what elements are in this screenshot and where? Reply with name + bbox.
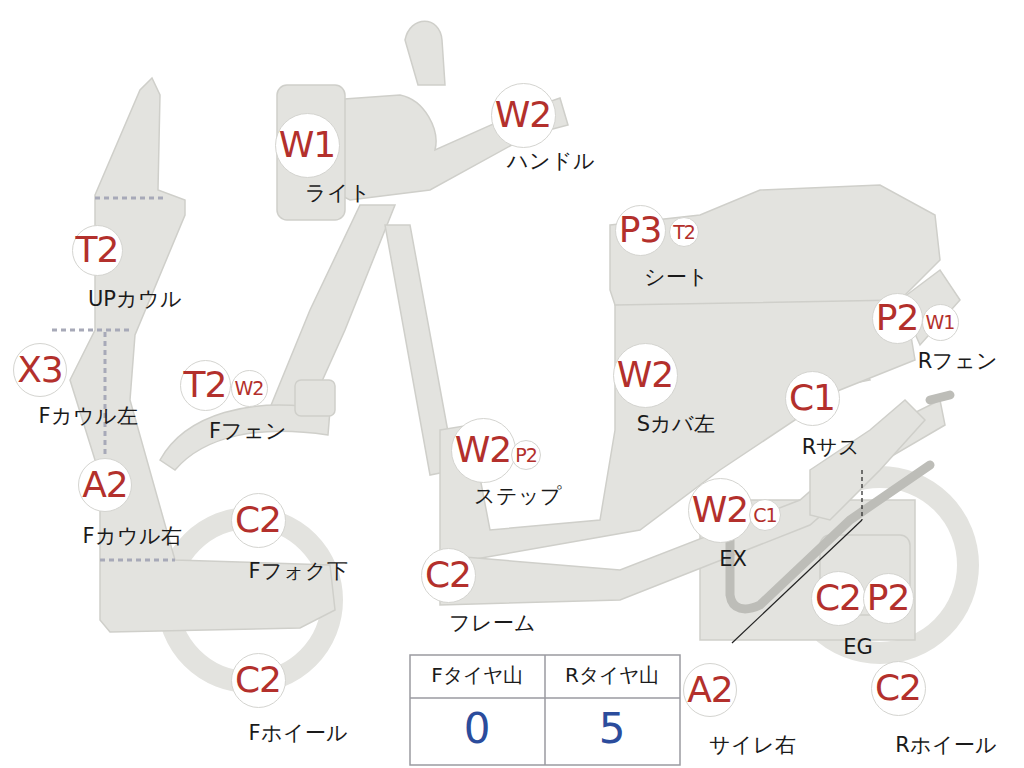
damage-callout: P2	[511, 440, 541, 470]
part-name: Rフェン	[918, 350, 999, 373]
damage-code: P2	[876, 300, 919, 336]
damage-callout: X3	[13, 343, 67, 397]
part-name: UPカウル	[88, 288, 182, 311]
part-name: Fカウル左	[38, 405, 137, 428]
damage-callout: T2	[669, 217, 699, 247]
damage-code: W2	[455, 432, 512, 468]
damage-code: C2	[815, 580, 861, 616]
table-cell: Rタイヤ山	[565, 664, 659, 686]
damage-callout: W2	[231, 370, 268, 407]
part-name: Rサス	[802, 436, 861, 459]
part-name: Fフォク下	[248, 560, 347, 583]
part-name: Rホイール	[895, 734, 997, 757]
damage-code: P3	[619, 212, 662, 248]
part-name: ステップ	[474, 485, 562, 508]
damage-callout: C2	[421, 548, 476, 603]
damage-callout: W2	[451, 418, 516, 483]
damage-callout: A2	[78, 458, 132, 512]
damage-code: X3	[17, 352, 63, 388]
table-cell: Fタイヤ山	[431, 664, 523, 686]
damage-callout: W1	[922, 304, 959, 341]
damage-callout: C1	[785, 371, 840, 426]
part-name: フレーム	[449, 612, 536, 635]
damage-code: C2	[235, 502, 281, 538]
damage-callout: W1	[275, 113, 340, 178]
damage-code: W1	[279, 127, 336, 163]
part-name: Fホイール	[248, 722, 347, 745]
part-name: Fカウル右	[82, 525, 181, 548]
damage-code: A2	[687, 672, 733, 708]
damage-callout: C2	[231, 493, 286, 548]
part-name: Sカバ左	[637, 413, 715, 436]
damage-code: C2	[235, 662, 281, 698]
damage-callout: W2	[491, 83, 556, 148]
damage-callout: W2	[688, 478, 753, 543]
damage-callout: T2	[72, 225, 123, 276]
damage-code: T2	[184, 367, 227, 403]
part-name: EG	[843, 636, 873, 659]
damage-callout: P3	[615, 205, 666, 256]
damage-code: W2	[235, 379, 264, 398]
damage-code: P2	[515, 446, 537, 465]
damage-code: C2	[425, 557, 471, 593]
damage-code: W2	[617, 357, 674, 393]
damage-code: W2	[692, 492, 749, 528]
damage-code: C1	[753, 506, 776, 525]
damage-callout: C2	[231, 653, 286, 708]
damage-code: T2	[76, 232, 119, 268]
damage-code: T2	[673, 223, 695, 242]
part-name: Fフェン	[209, 420, 287, 443]
damage-callout: T2	[180, 360, 231, 411]
damage-code: A2	[82, 467, 128, 503]
part-name: サイレ右	[709, 734, 796, 757]
damage-callout: P2	[872, 293, 923, 344]
damage-callout: C2	[811, 571, 866, 626]
damage-code: W2	[495, 97, 552, 133]
damage-code: W1	[926, 313, 955, 332]
table-cell: 0	[464, 706, 491, 752]
part-name: ハンドル	[507, 150, 595, 173]
damage-callout: W2	[613, 343, 678, 408]
damage-callout: A2	[683, 663, 737, 717]
damage-callout: C2	[871, 661, 926, 716]
part-name: ライト	[305, 182, 371, 205]
part-name: シート	[644, 266, 709, 289]
table-cell: 5	[599, 706, 626, 752]
part-name: EX	[719, 548, 747, 571]
damage-code: P2	[867, 580, 910, 616]
damage-callout: C1	[749, 499, 781, 531]
damage-code: C2	[875, 670, 921, 706]
damage-callout: P2	[863, 573, 914, 624]
damage-code: C1	[789, 380, 835, 416]
